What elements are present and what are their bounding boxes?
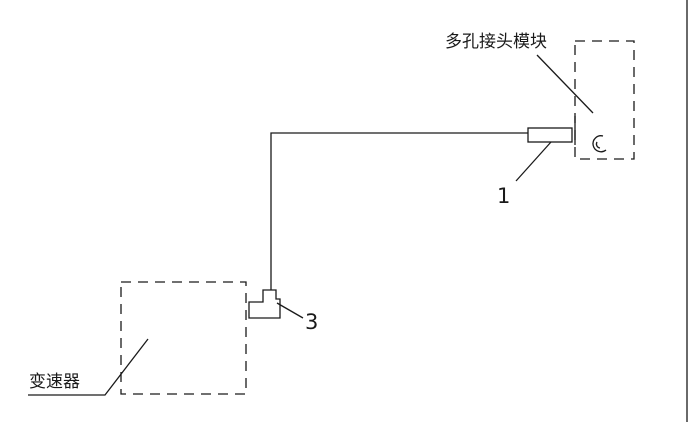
transmission-label-leader [28, 338, 149, 396]
connector-1 [527, 127, 573, 143]
label-part-3: 3 [305, 310, 318, 334]
part-3-leader [276, 302, 304, 319]
label-part-1: 1 [497, 184, 510, 208]
label-transmission: 变速器 [29, 372, 80, 392]
transmission-box [120, 281, 247, 395]
connector-socket-symbol [592, 135, 607, 153]
part-1-leader [515, 141, 552, 182]
harness-wire [270, 132, 528, 290]
connector-socket-symbol-inner [595, 141, 601, 149]
connector-3 [248, 289, 281, 319]
module-label-leader [536, 54, 594, 114]
label-multi-hole-connector-module: 多孔接头模块 [445, 32, 547, 52]
connector-module-box [574, 40, 635, 160]
